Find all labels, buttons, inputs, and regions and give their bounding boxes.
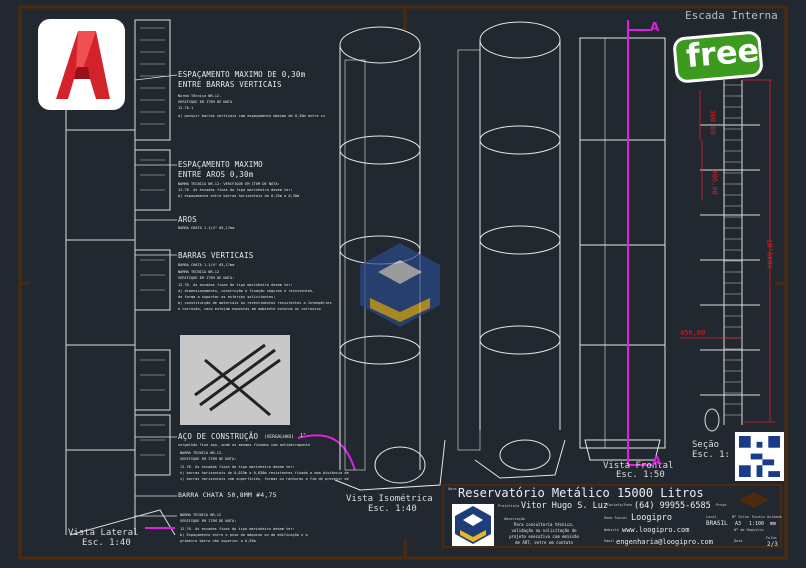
section-marker: A — [652, 454, 662, 468]
notes: Para consultoria técnica,validação ou so… — [509, 522, 579, 545]
annotation-text: VERIFIQUE EM ITEM DE NOTA: — [180, 457, 237, 461]
contact-label: Contato/Fone — [607, 503, 633, 507]
dimension-lines — [680, 79, 775, 423]
dimension-label: 9049,87 — [766, 239, 775, 269]
annotation-text: de forma a suportar os esforços solicita… — [178, 295, 276, 299]
annotation-title: ENTRE BARRAS VERTICAIS — [178, 80, 282, 89]
annotation-text: (VERGALHAO) — [264, 435, 294, 440]
dimension-label: 300,00 — [710, 169, 719, 195]
dimension-label: 450,00 — [680, 329, 706, 337]
designer-label: Projetista — [498, 504, 520, 508]
annotation-text: BARRA CHATA 1.1/4" #3,17mm — [178, 263, 235, 267]
registry-label: Nº de Registro — [734, 528, 764, 532]
sheet-number: 2/3 — [767, 541, 778, 548]
scale: 1:100 — [749, 521, 765, 527]
view-caption: Seção — [692, 440, 720, 450]
annotation-text: a) possuir barras verticais com espaçame… — [178, 114, 326, 118]
isometric-tank-2 — [457, 21, 566, 479]
annotation-text: a) dimensionamento, construção e fixação… — [178, 289, 315, 293]
title-label: Obra — [448, 487, 457, 491]
drawing-frame — [18, 5, 788, 560]
leader-lines — [134, 74, 178, 517]
section-rungs — [724, 84, 742, 416]
annotation-text: h) barras horizontais de 0,025m a 0,038m… — [180, 471, 349, 475]
autocad-logo — [38, 19, 125, 110]
annotation-text: b) constituição de materiais ou revestim… — [178, 301, 332, 305]
annotation-title: ENTRE AROS 0,30m — [178, 170, 254, 179]
view-scale: Esc. 1: — [692, 450, 730, 460]
annotation-text: NORMA TECNICA NR-12. — [180, 451, 224, 455]
social-network[interactable]: Loogipro — [631, 513, 672, 523]
unit: mm — [770, 521, 777, 527]
annotation-text: BARRA CHATA 1.1/4" #3,17mm — [178, 226, 235, 230]
rebar-render-image — [180, 335, 290, 425]
annotation-title: AÇO DE CONSTRUÇÃO — [178, 432, 259, 441]
unit-label: Unidade — [767, 515, 782, 519]
sheet-label: Folha — [766, 536, 777, 540]
annotation-text: 12.76. As escadas fixas do tipo marinhei… — [178, 283, 293, 287]
annotation-text: vergalhão fixo aço, onde os mesmos fixad… — [178, 443, 310, 447]
annotation-text: 1" — [300, 433, 307, 439]
title-block: Obra Reservatório Metálico 15000 Litros … — [442, 484, 782, 548]
social-label: Rede Social — [604, 516, 628, 520]
loogipro-mark-icon — [739, 492, 769, 508]
email-label: Email — [604, 539, 615, 543]
annotation-title: BARRAS VERTICAIS — [178, 251, 254, 260]
annotation-text: NORMA TECNICA NR-12 — [180, 513, 222, 517]
annotation-text: i) barras horizontais com superfícies, f… — [180, 477, 349, 481]
view-caption: Vista Frontal — [603, 461, 674, 471]
annotation-text: 12.76. As escadas fixas do tipo marinhei… — [178, 188, 293, 192]
annotation-text: VERIFIQUE EM ITEM DE NOTA — [178, 100, 233, 104]
dimension-label: 300,00 — [708, 109, 717, 135]
frontal-view — [579, 37, 666, 461]
annotation-text: 12.76. As escadas fixas do tipo marinhei… — [180, 465, 295, 469]
cost-label: Preço — [716, 503, 727, 507]
annotation-text: b) espaçamento entre barras horizontais … — [178, 194, 300, 198]
local-label: Local — [706, 515, 717, 519]
sheet-size: A3 — [735, 521, 742, 527]
section-line — [627, 20, 652, 466]
notes-label: Observação — [504, 517, 526, 521]
annotation-title: BARRA CHATA 50,8MM #4,75 — [178, 491, 277, 499]
contact-phone[interactable]: (64) 99955-6585 — [634, 501, 711, 511]
annotation-text: b) Espaçamento entre o piso da máquina o… — [180, 533, 308, 537]
view-scale: Esc. 1:40 — [82, 538, 131, 548]
sheet-size-label: Nº Folha — [732, 515, 749, 519]
autocad-a-icon — [56, 31, 110, 99]
annotation-text: 12.76.1 — [178, 106, 194, 110]
annotation-text: primeira barra não superior a 0,55m — [180, 539, 256, 543]
qr-code — [735, 432, 784, 481]
annotation-title: ESPAÇAMENTO MAXIMO — [178, 160, 263, 169]
view-scale: Esc. 1:40 — [368, 504, 417, 514]
annotation-text: VERIFIQUE EM ITEM DE NOTA: — [180, 519, 237, 523]
website-label: Website — [604, 528, 619, 532]
annotation-text: NORMA TECNICA NR-12: VERIFIQUE EM ITEM D… — [178, 182, 280, 186]
annotation-text: VERIFIQUE EM ITEM DE NOTA: — [178, 276, 235, 280]
section-ladder — [700, 80, 760, 432]
website-link[interactable]: www.loogipro.com — [622, 526, 690, 534]
project-title: Reservatório Metálico 15000 Litros — [458, 486, 704, 500]
annotation-title: AROS — [178, 215, 197, 224]
free-label: free — [684, 30, 761, 76]
annotation-text: NORMA TECNICA NR-12 — [178, 270, 220, 274]
scale-label: Escala — [752, 515, 765, 519]
date-label: Data — [734, 539, 743, 543]
view-scale: Esc. 1:50 — [616, 470, 665, 480]
view-caption: Vista Lateral — [68, 528, 139, 538]
magenta-leader — [297, 434, 356, 471]
view-caption: Vista Isométrica — [346, 494, 433, 504]
annotation-text: Norma Técnica NR-12. — [178, 94, 222, 98]
annotation-text: e corrosão, caso estejam expostas em amb… — [178, 307, 321, 311]
local: BRASIL — [706, 520, 728, 527]
section-title: Escada Interna — [685, 9, 778, 22]
watermark-logo — [360, 243, 440, 327]
section-marker: A — [650, 20, 660, 34]
lateral-rungs — [140, 27, 165, 456]
annotation-text: 12.76. As escadas fixas do tipo marinhei… — [180, 527, 295, 531]
designer: Vitor Hugo S. Luz — [521, 501, 608, 511]
annotation-title: ESPAÇAMENTO MAXIMO DE 0,30m — [178, 70, 306, 79]
email-link[interactable]: engenharia@loogipro.com — [616, 538, 713, 546]
free-badge: free — [672, 28, 767, 86]
loogipro-logo — [452, 504, 494, 546]
